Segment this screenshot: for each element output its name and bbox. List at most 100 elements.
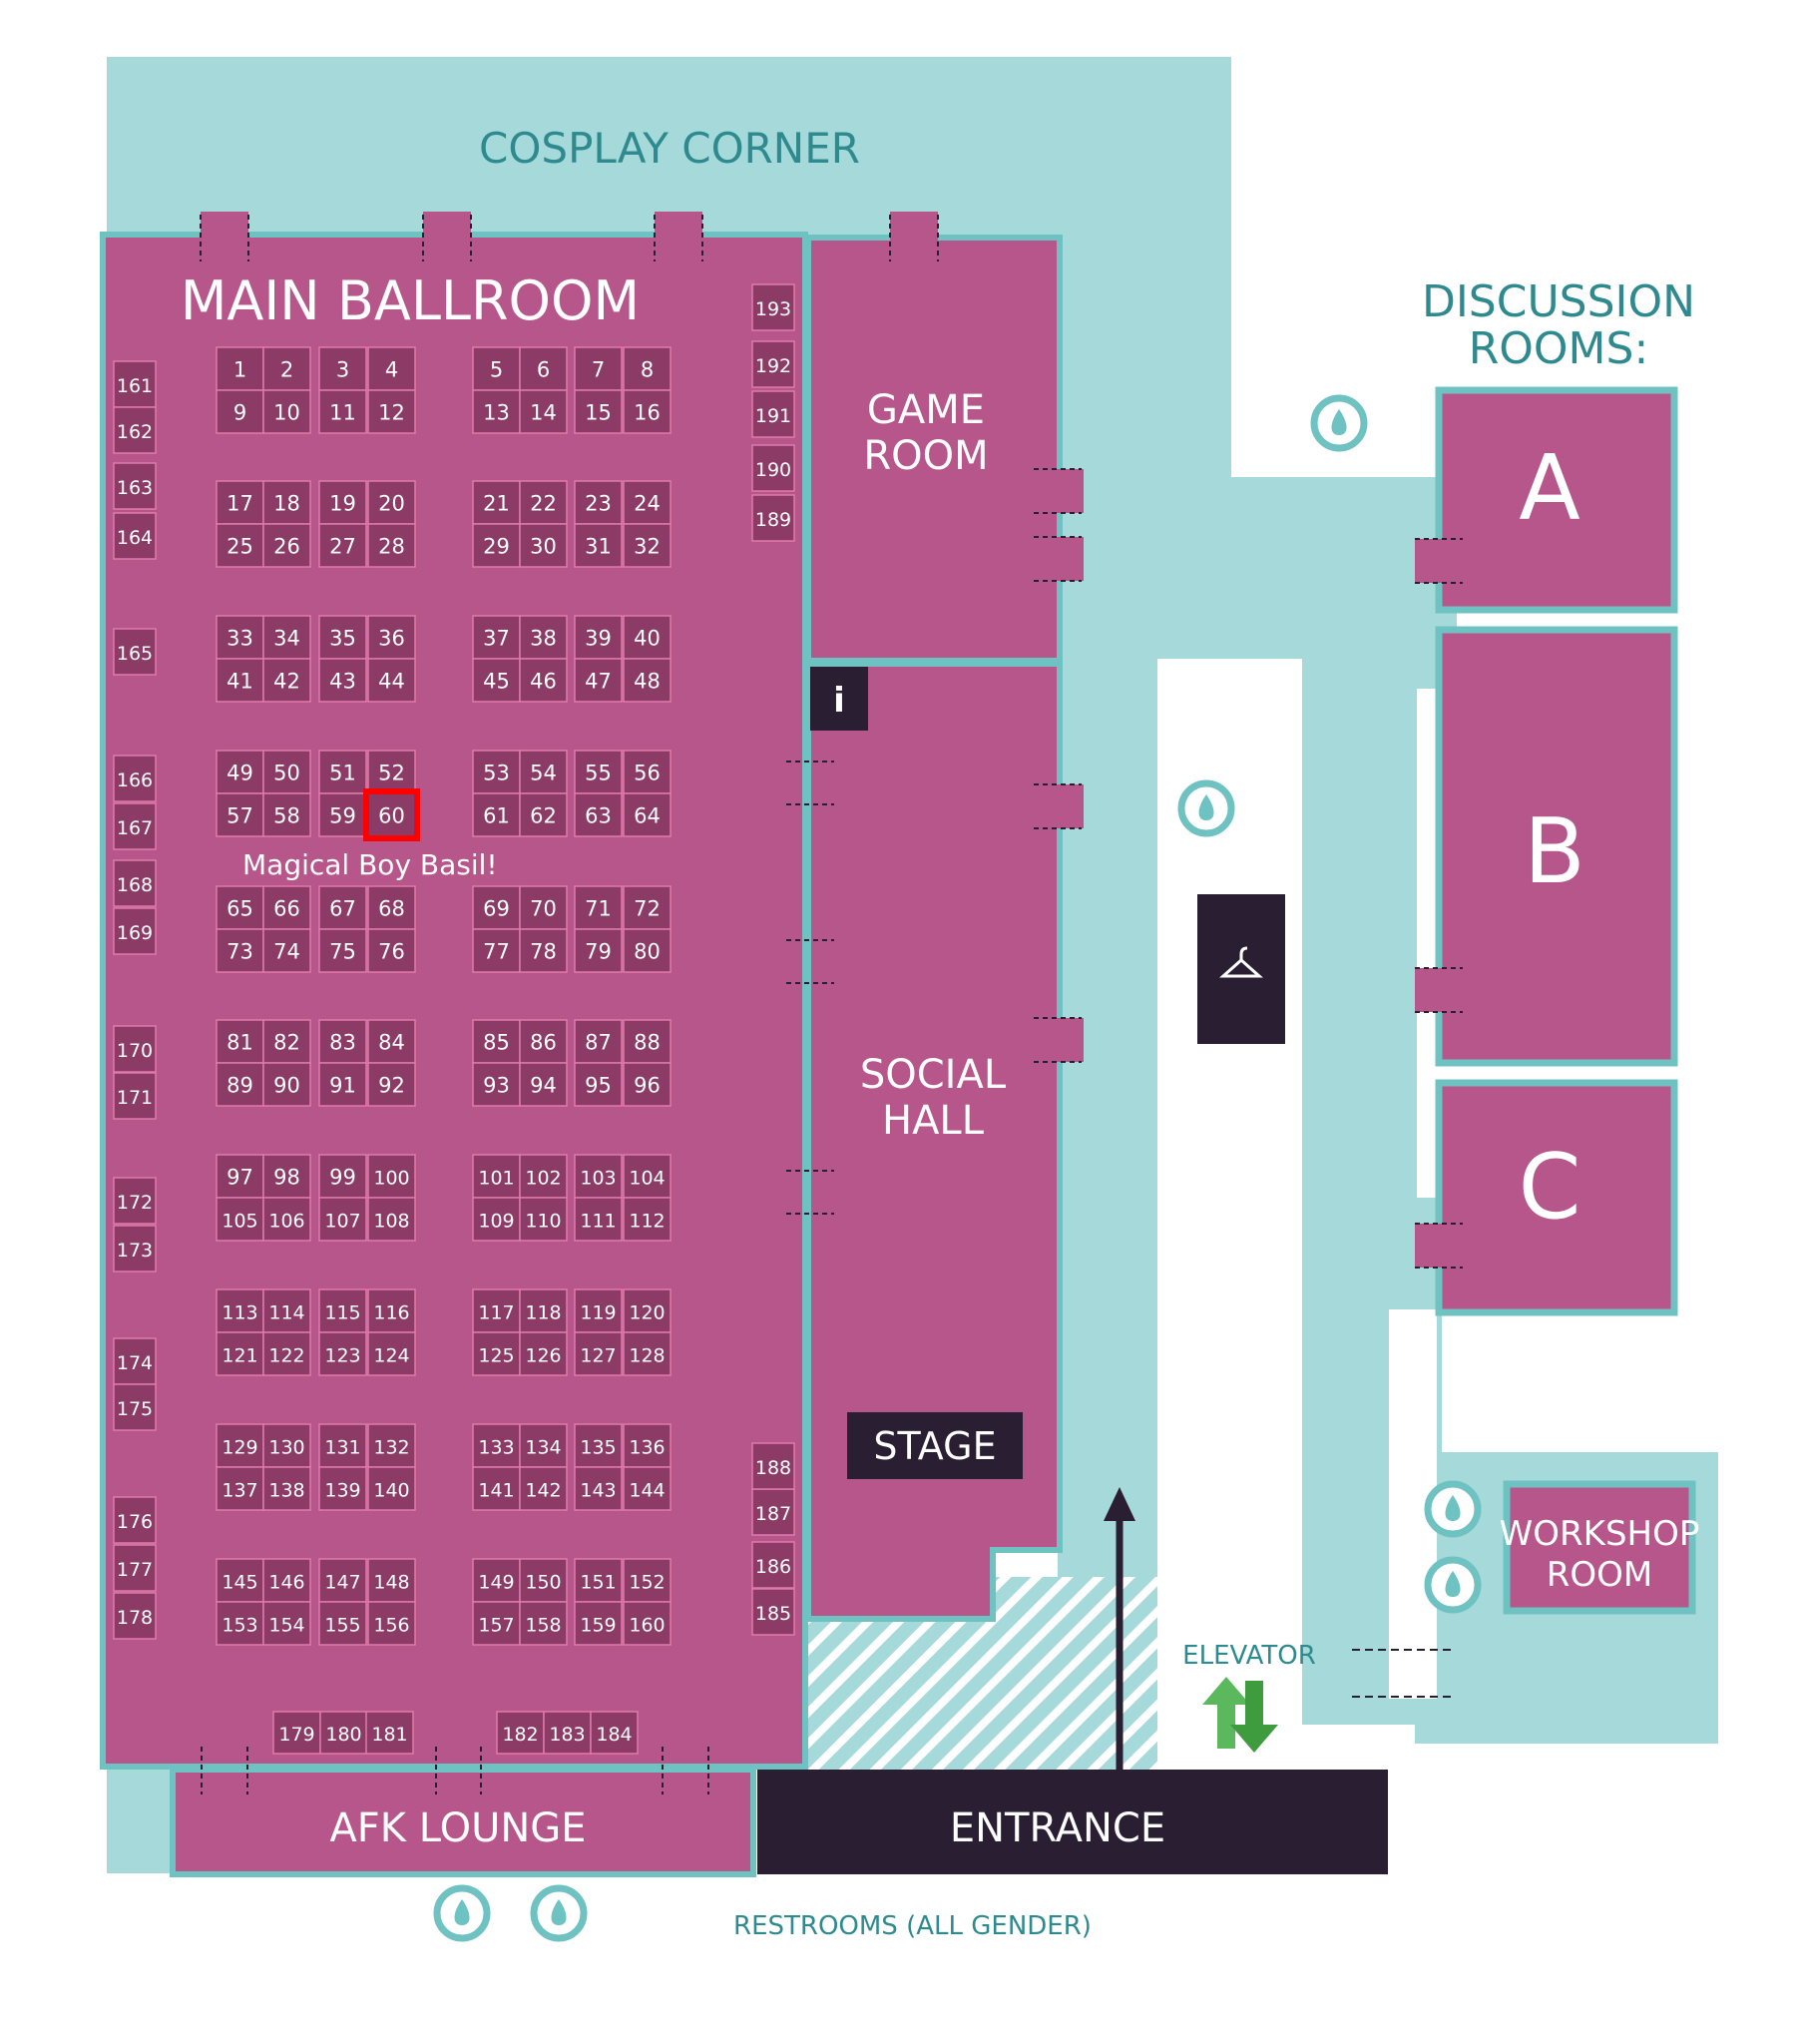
booth-43[interactable]: 43 [318, 658, 367, 703]
booth-77[interactable]: 77 [472, 928, 521, 973]
booth-19[interactable]: 19 [318, 480, 367, 525]
booth-134[interactable]: 134 [519, 1423, 568, 1468]
booth-171[interactable]: 171 [113, 1072, 157, 1120]
booth-121[interactable]: 121 [216, 1331, 264, 1376]
booth-118[interactable]: 118 [519, 1288, 568, 1333]
booth-186[interactable]: 186 [751, 1541, 795, 1589]
booth-51[interactable]: 51 [318, 750, 367, 794]
booth-173[interactable]: 173 [113, 1225, 157, 1273]
booth-37[interactable]: 37 [472, 615, 521, 660]
booth-32[interactable]: 32 [623, 523, 672, 568]
booth-169[interactable]: 169 [113, 907, 157, 955]
booth-87[interactable]: 87 [574, 1019, 623, 1064]
booth-98[interactable]: 98 [262, 1154, 311, 1199]
booth-59[interactable]: 59 [318, 792, 367, 837]
booth-101[interactable]: 101 [472, 1154, 521, 1199]
booth-114[interactable]: 114 [262, 1288, 311, 1333]
booth-189[interactable]: 189 [751, 494, 795, 542]
booth-47[interactable]: 47 [574, 658, 623, 703]
booth-81[interactable]: 81 [216, 1019, 264, 1064]
booth-125[interactable]: 125 [472, 1331, 521, 1376]
booth-168[interactable]: 168 [113, 859, 157, 907]
booth-109[interactable]: 109 [472, 1197, 521, 1242]
booth-156[interactable]: 156 [367, 1601, 416, 1646]
booth-20[interactable]: 20 [367, 480, 416, 525]
booth-159[interactable]: 159 [574, 1601, 623, 1646]
booth-138[interactable]: 138 [262, 1466, 311, 1511]
booth-91[interactable]: 91 [318, 1062, 367, 1107]
booth-100[interactable]: 100 [367, 1154, 416, 1199]
booth-16[interactable]: 16 [623, 389, 672, 434]
booth-84[interactable]: 84 [367, 1019, 416, 1064]
booth-146[interactable]: 146 [262, 1558, 311, 1603]
booth-184[interactable]: 184 [590, 1711, 639, 1755]
info-icon[interactable]: i [810, 667, 868, 731]
booth-165[interactable]: 165 [113, 628, 157, 676]
booth-117[interactable]: 117 [472, 1288, 521, 1333]
booth-68[interactable]: 68 [367, 885, 416, 930]
booth-1[interactable]: 1 [216, 346, 264, 391]
booth-53[interactable]: 53 [472, 750, 521, 794]
booth-65[interactable]: 65 [216, 885, 264, 930]
booth-120[interactable]: 120 [623, 1288, 672, 1333]
booth-62[interactable]: 62 [519, 792, 568, 837]
booth-104[interactable]: 104 [623, 1154, 672, 1199]
booth-170[interactable]: 170 [113, 1025, 157, 1073]
booth-29[interactable]: 29 [472, 523, 521, 568]
booth-12[interactable]: 12 [367, 389, 416, 434]
booth-61[interactable]: 61 [472, 792, 521, 837]
booth-63[interactable]: 63 [574, 792, 623, 837]
booth-152[interactable]: 152 [623, 1558, 672, 1603]
booth-22[interactable]: 22 [519, 480, 568, 525]
booth-46[interactable]: 46 [519, 658, 568, 703]
booth-102[interactable]: 102 [519, 1154, 568, 1199]
booth-93[interactable]: 93 [472, 1062, 521, 1107]
booth-136[interactable]: 136 [623, 1423, 672, 1468]
booth-8[interactable]: 8 [623, 346, 672, 391]
booth-71[interactable]: 71 [574, 885, 623, 930]
booth-49[interactable]: 49 [216, 750, 264, 794]
booth-39[interactable]: 39 [574, 615, 623, 660]
booth-11[interactable]: 11 [318, 389, 367, 434]
booth-45[interactable]: 45 [472, 658, 521, 703]
booth-89[interactable]: 89 [216, 1062, 264, 1107]
booth-105[interactable]: 105 [216, 1197, 264, 1242]
booth-15[interactable]: 15 [574, 389, 623, 434]
booth-145[interactable]: 145 [216, 1558, 264, 1603]
booth-86[interactable]: 86 [519, 1019, 568, 1064]
booth-13[interactable]: 13 [472, 389, 521, 434]
booth-72[interactable]: 72 [623, 885, 672, 930]
booth-183[interactable]: 183 [543, 1711, 592, 1755]
booth-17[interactable]: 17 [216, 480, 264, 525]
booth-26[interactable]: 26 [262, 523, 311, 568]
booth-92[interactable]: 92 [367, 1062, 416, 1107]
booth-106[interactable]: 106 [262, 1197, 311, 1242]
booth-40[interactable]: 40 [623, 615, 672, 660]
booth-76[interactable]: 76 [367, 928, 416, 973]
booth-174[interactable]: 174 [113, 1337, 157, 1385]
booth-5[interactable]: 5 [472, 346, 521, 391]
booth-177[interactable]: 177 [113, 1544, 157, 1592]
booth-25[interactable]: 25 [216, 523, 264, 568]
booth-158[interactable]: 158 [519, 1601, 568, 1646]
booth-6[interactable]: 6 [519, 346, 568, 391]
booth-164[interactable]: 164 [113, 512, 157, 560]
booth-108[interactable]: 108 [367, 1197, 416, 1242]
booth-23[interactable]: 23 [574, 480, 623, 525]
booth-160[interactable]: 160 [623, 1601, 672, 1646]
booth-131[interactable]: 131 [318, 1423, 367, 1468]
booth-191[interactable]: 191 [751, 390, 795, 438]
booth-48[interactable]: 48 [623, 658, 672, 703]
booth-44[interactable]: 44 [367, 658, 416, 703]
booth-55[interactable]: 55 [574, 750, 623, 794]
booth-107[interactable]: 107 [318, 1197, 367, 1242]
booth-7[interactable]: 7 [574, 346, 623, 391]
booth-79[interactable]: 79 [574, 928, 623, 973]
booth-166[interactable]: 166 [113, 755, 157, 802]
booth-50[interactable]: 50 [262, 750, 311, 794]
booth-167[interactable]: 167 [113, 802, 157, 850]
booth-83[interactable]: 83 [318, 1019, 367, 1064]
booth-161[interactable]: 161 [113, 360, 157, 408]
booth-149[interactable]: 149 [472, 1558, 521, 1603]
booth-128[interactable]: 128 [623, 1331, 672, 1376]
